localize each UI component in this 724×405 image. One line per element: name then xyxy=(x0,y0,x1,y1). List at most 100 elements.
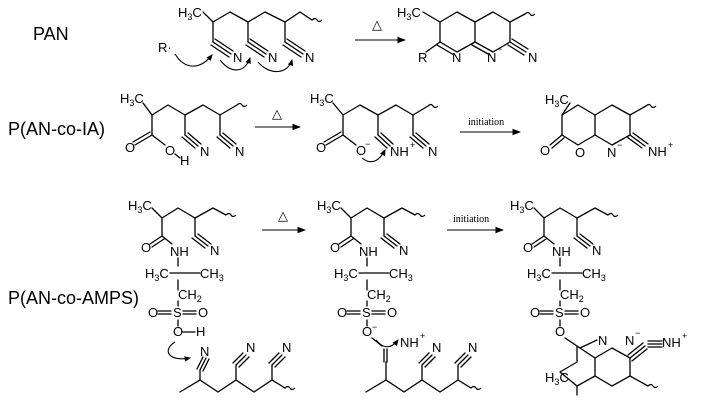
atom-n-minus: N xyxy=(625,333,634,348)
atom-h3c: H3C xyxy=(397,5,421,22)
atom-n: N xyxy=(282,340,291,355)
atom-nh-plus: NH xyxy=(400,335,419,350)
atom-nh: NH xyxy=(359,244,378,259)
heat-symbol: △ xyxy=(372,17,382,32)
atom-n: N xyxy=(528,50,537,65)
atom-s: S xyxy=(555,305,564,320)
atom-ch3: CH3 xyxy=(389,266,413,283)
atom-n: N xyxy=(432,340,441,355)
initiation-arrow-1: initiation xyxy=(460,117,522,136)
plus-charge: + xyxy=(420,331,425,341)
atom-n: N xyxy=(268,50,277,65)
atom-n: N xyxy=(399,243,408,258)
minus-charge: − xyxy=(497,44,502,54)
initiation-label: initiation xyxy=(468,117,504,128)
atom-nh-plus: NH xyxy=(390,144,409,159)
heat-symbol: △ xyxy=(272,106,282,121)
atom-n-minus: N xyxy=(487,50,496,65)
atom-r-radical: R· xyxy=(158,40,172,55)
atom-o: O xyxy=(330,240,340,255)
atom-h3c: H3C xyxy=(145,266,169,283)
heat-symbol: △ xyxy=(278,208,288,223)
minus-charge: − xyxy=(372,322,377,332)
atom-o: O xyxy=(141,240,151,255)
atom-o: O xyxy=(165,143,175,158)
atom-o: O xyxy=(337,305,347,320)
atom-o: O xyxy=(198,305,208,320)
atom-o: O xyxy=(387,305,397,320)
atom-nh-plus: NH xyxy=(662,335,681,350)
heat-arrow-1: △ xyxy=(355,17,407,44)
atom-h3c: H3C xyxy=(510,198,534,215)
atom-n: N xyxy=(305,50,314,65)
atom-nh: NH xyxy=(552,244,571,259)
atom-h3c: H3C xyxy=(120,91,144,108)
atom-n: N xyxy=(233,50,242,65)
atom-n: N xyxy=(200,344,209,359)
atom-o: O xyxy=(173,324,183,339)
initiation-label: initiation xyxy=(453,214,489,225)
atom-o: O xyxy=(580,305,590,320)
atom-n: N xyxy=(468,340,477,355)
plus-charge: + xyxy=(668,140,673,150)
atom-h: H xyxy=(180,153,189,168)
row-label-pan-co-amps: P(AN-co-AMPS) xyxy=(8,288,139,308)
pan-co-ia-reactant: H3C O O H N N xyxy=(120,91,248,168)
atom-h3c: H3C xyxy=(178,5,202,22)
atom-n-minus: N xyxy=(607,145,616,160)
atom-h3c: H3C xyxy=(317,198,341,215)
atom-n: N xyxy=(246,340,255,355)
atom-o: O xyxy=(148,305,158,320)
atom-o: O xyxy=(540,143,550,158)
atom-r: R xyxy=(418,50,427,65)
atom-n: N xyxy=(428,144,437,159)
initiation-arrow-2: initiation xyxy=(447,214,505,234)
atom-nh-plus: NH xyxy=(648,144,667,159)
row-label-pan: PAN xyxy=(33,24,69,44)
atom-h3c: H3C xyxy=(545,370,569,387)
atom-ch3-label: H3C xyxy=(545,92,569,109)
atom-n: N xyxy=(592,243,601,258)
atom-o: O xyxy=(125,140,135,155)
pan-co-ia-intermediate: H3C O O − NH + N xyxy=(310,91,439,163)
atom-h3c: H3C xyxy=(128,198,152,215)
atom-s: S xyxy=(362,305,371,320)
atom-o: O xyxy=(362,324,372,339)
atom-h: H xyxy=(196,324,205,339)
atom-o: O xyxy=(523,240,533,255)
atom-o-minus: O xyxy=(356,143,366,158)
pan-reactant: H3C N N N R· xyxy=(158,5,323,73)
minus-charge: − xyxy=(617,140,622,150)
atom-n: N xyxy=(598,333,607,348)
atom-ch2: CH2 xyxy=(367,287,391,304)
minus-charge: − xyxy=(365,139,370,149)
atom-n: N xyxy=(210,243,219,258)
plus-charge: + xyxy=(410,140,415,150)
atom-h3c: H3C xyxy=(310,91,334,108)
atom-ch3: CH3 xyxy=(582,266,606,283)
pan-product: H3C R N N − N xyxy=(397,5,537,65)
plus-charge: + xyxy=(682,331,687,341)
atom-o: O xyxy=(316,140,326,155)
atom-s: S xyxy=(173,305,182,320)
atom-nh: NH xyxy=(170,244,189,259)
atom-ch3: CH3 xyxy=(200,266,224,283)
atom-n: N xyxy=(200,144,209,159)
row-label-pan-co-ia: P(AN-co-IA) xyxy=(8,119,105,139)
atom-n: N xyxy=(235,144,244,159)
minus-charge: − xyxy=(635,328,640,338)
heat-arrow-2: △ xyxy=(255,106,302,131)
atom-h3c: H3C xyxy=(334,266,358,283)
heat-arrow-3: △ xyxy=(262,208,307,234)
pan-co-amps-intermediate: H3C N O NH H3C CH3 CH2 O S O O − NH + xyxy=(317,198,482,393)
atom-n: N xyxy=(452,50,461,65)
atom-o: O xyxy=(530,305,540,320)
pan-co-amps-reactant: H3C N O NH H3C CH3 CH2 O S O O H N xyxy=(128,198,296,393)
atom-o: O xyxy=(575,145,585,160)
pan-co-amps-product: H3C N O NH H3C CH3 CH2 O S O O N xyxy=(510,198,687,396)
atom-h3c: H3C xyxy=(527,266,551,283)
atom-o: O xyxy=(555,324,565,339)
atom-ch2: CH2 xyxy=(178,287,202,304)
pan-co-ia-product: H3C O O N − NH + xyxy=(540,92,673,160)
